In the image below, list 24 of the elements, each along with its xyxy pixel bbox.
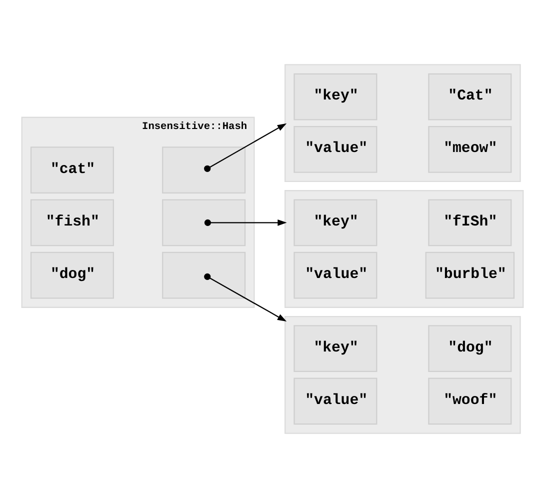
arrow <box>204 122 287 172</box>
node-box: "key" <box>294 198 378 246</box>
node-box: "meow" <box>428 125 512 172</box>
node-box: "key" <box>294 324 378 372</box>
node-box: "value" <box>294 125 378 172</box>
node-box <box>162 251 246 298</box>
node-box: "cat" <box>30 146 114 193</box>
cluster <box>284 315 521 434</box>
node-box: "value" <box>294 251 378 298</box>
node-box: "dog" <box>428 324 512 372</box>
cluster <box>284 64 521 182</box>
node-box: "woof" <box>428 377 512 424</box>
arrow <box>204 218 287 226</box>
node-box: "dog" <box>30 251 114 298</box>
node-box: "fish" <box>30 198 114 246</box>
node-box: "fISh" <box>428 198 512 246</box>
node-box: "Cat" <box>428 72 512 120</box>
node-box: "burble" <box>425 251 515 298</box>
node-box: "value" <box>294 377 378 424</box>
arrow <box>204 272 287 322</box>
node-box <box>162 146 246 193</box>
node-box: "key" <box>294 72 378 120</box>
cluster <box>284 190 524 308</box>
node-box <box>162 198 246 246</box>
